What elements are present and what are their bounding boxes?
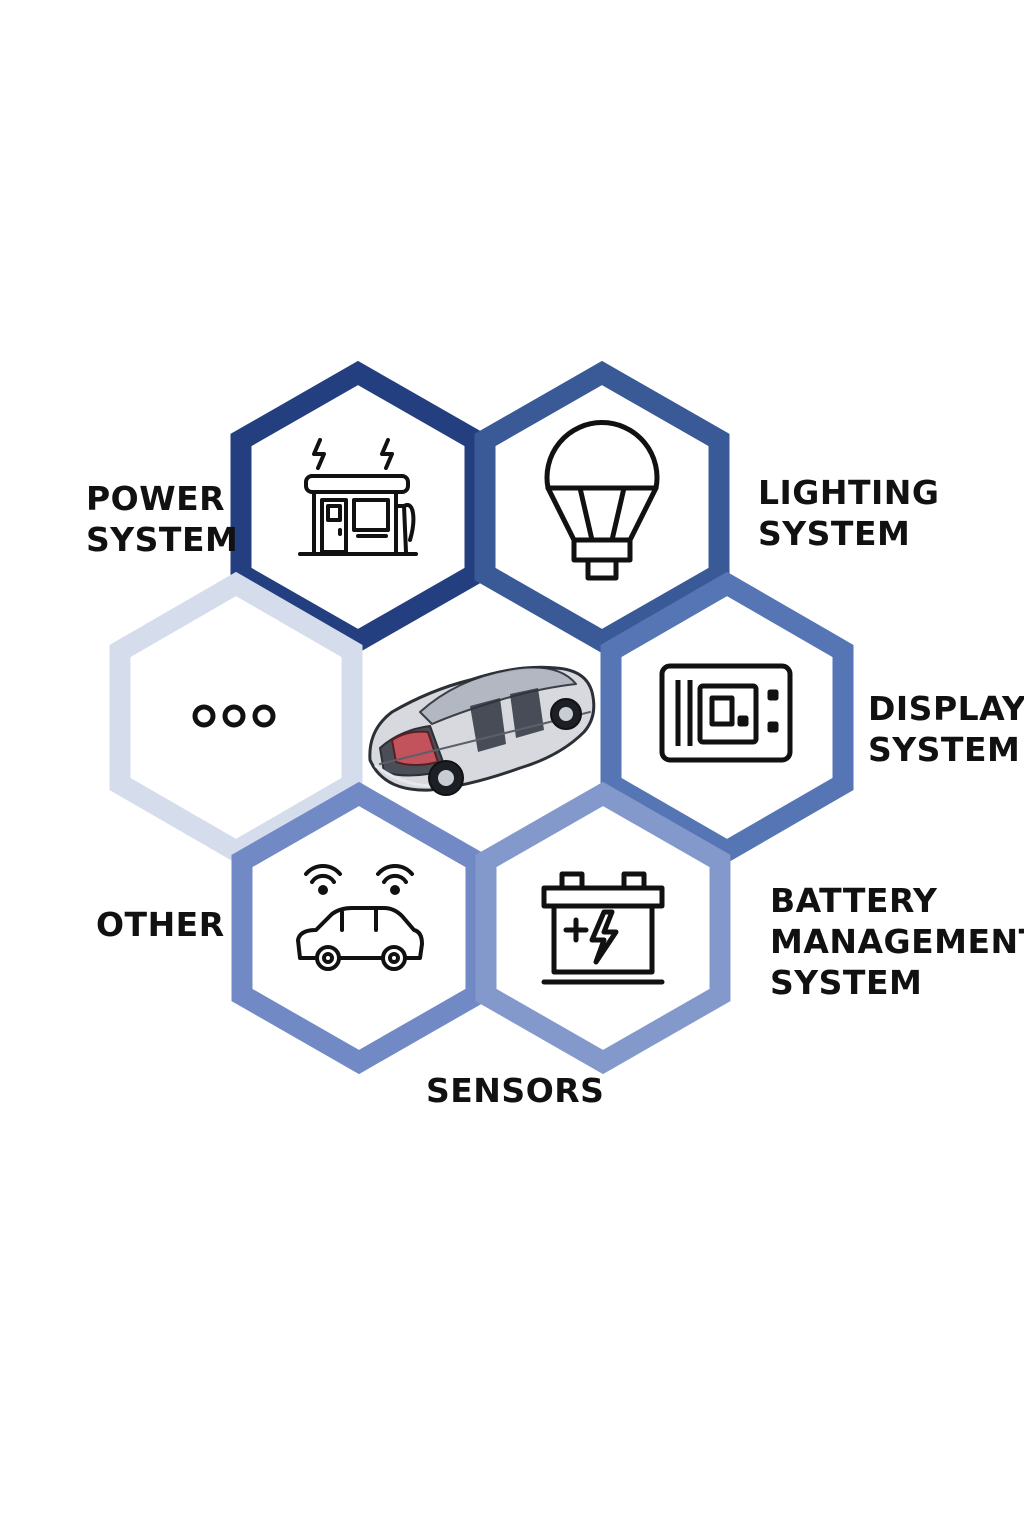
- display-system-label-line-2: SYSTEM: [868, 730, 1021, 769]
- connected-car-icon: [296, 863, 424, 971]
- ellipsis-icon: [192, 704, 276, 728]
- power-system-label-line-2: SYSTEM: [86, 520, 239, 559]
- battery-management-label-line-3: SYSTEM: [770, 963, 923, 1002]
- display-system-label: DISPLAY SYSTEM: [868, 688, 1024, 770]
- sensors-label-line-1: SENSORS: [426, 1071, 605, 1110]
- car-cutaway-icon: [368, 665, 596, 796]
- battery-management-label-line-1: BATTERY: [770, 881, 938, 920]
- light-bulb-icon: [544, 420, 660, 581]
- other-label: OTHER: [96, 904, 225, 945]
- power-system-label: POWER SYSTEM: [86, 478, 238, 560]
- lighting-system-label-line-1: LIGHTING: [758, 473, 940, 512]
- charging-station-icon: [298, 438, 418, 556]
- lighting-system-label-line-2: SYSTEM: [758, 514, 911, 553]
- lighting-system-label: LIGHTING SYSTEM: [758, 472, 940, 554]
- sensors-hexagon: [231, 781, 487, 1075]
- power-system-label-line-1: POWER: [86, 479, 226, 518]
- other-hexagon: [109, 571, 363, 864]
- display-panel-icon: [659, 663, 793, 763]
- car-battery-icon: [541, 871, 665, 985]
- other-label-line-1: OTHER: [96, 905, 225, 944]
- sensors-label: SENSORS: [426, 1070, 604, 1111]
- battery-management-label-line-2: MANAGEMENT: [770, 922, 1024, 961]
- lighting-system-hexagon: [474, 360, 730, 654]
- display-system-hexagon: [600, 571, 854, 864]
- display-system-label-line-1: DISPLAY: [868, 689, 1024, 728]
- battery-management-system-label: BATTERY MANAGEMENT SYSTEM: [770, 880, 1024, 1003]
